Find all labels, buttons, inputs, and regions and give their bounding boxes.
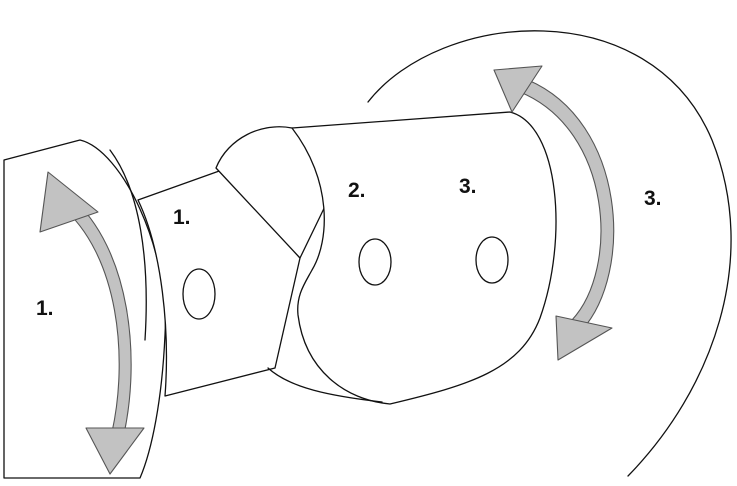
head-hole [476,237,508,283]
left-arrow-label: 1. [36,298,54,319]
joint-label: 2. [348,180,366,201]
right-arrow-head-bottom [556,316,612,360]
head-cylinder [292,112,556,404]
head-label: 3. [459,176,477,197]
arm-label: 1. [173,207,191,228]
arm-hole [183,269,215,319]
right-arrow-label: 3. [644,188,662,209]
joint-hole [359,239,391,285]
base-cylinder [4,140,165,478]
